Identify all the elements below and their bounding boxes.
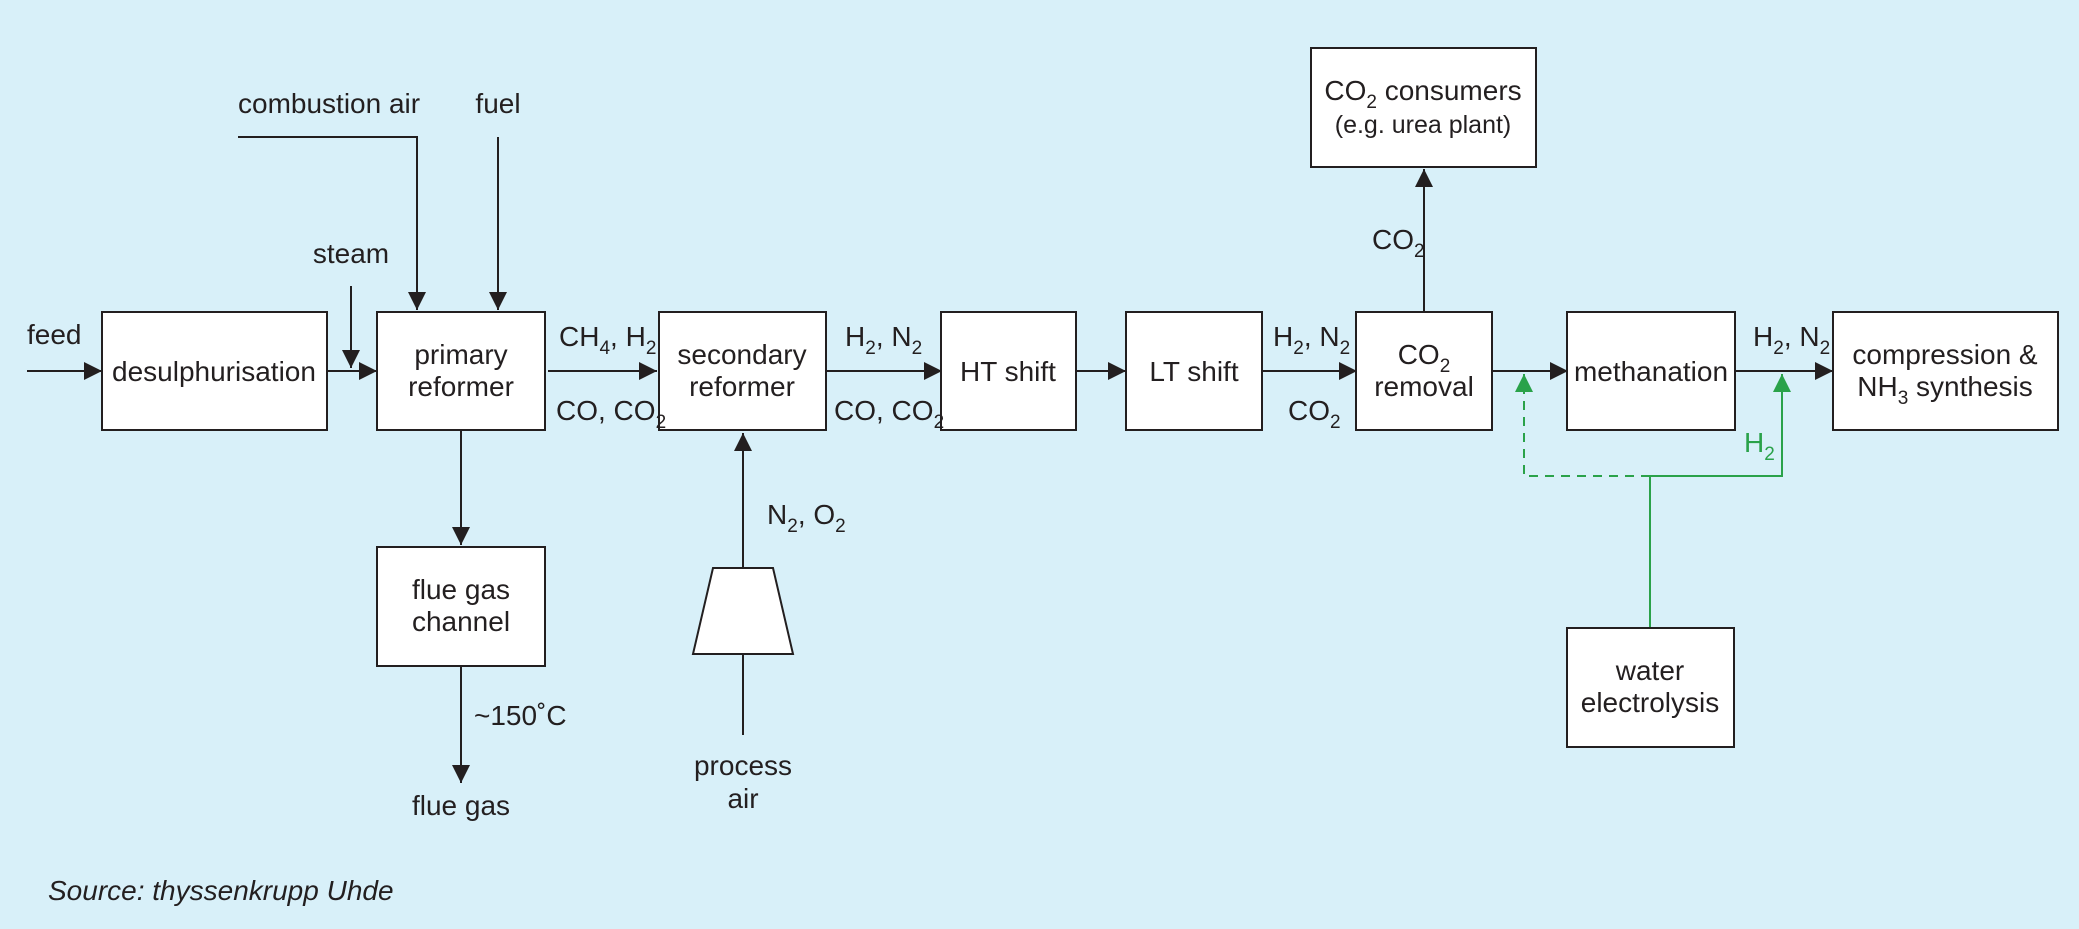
compression-synthesis-box bbox=[1832, 311, 2059, 431]
lt-shift-label: LT shift bbox=[1149, 356, 1238, 387]
connectors bbox=[27, 136, 1833, 783]
water-electrolysis-box bbox=[1566, 627, 1735, 748]
io-labels: feed combustion air fuel steam process a… bbox=[27, 88, 792, 821]
stream-2-bottom-label: CO, CO2 bbox=[834, 395, 944, 433]
water-electrolysis-label-2: electrolysis bbox=[1581, 687, 1719, 718]
compression-label-1: compression & bbox=[1852, 339, 2038, 370]
stream-3-top-label: H2, N2 bbox=[1273, 321, 1350, 359]
co2-removal-label-1: CO2 bbox=[1398, 339, 1451, 377]
desulphurisation-label: desulphurisation bbox=[112, 356, 316, 387]
methanation-box bbox=[1566, 311, 1736, 431]
stream-labels: CH4, H2 CO, CO2 H2, N2 CO, CO2 H2, N2 CO… bbox=[556, 224, 1830, 537]
stream-2-top-label: H2, N2 bbox=[845, 321, 922, 359]
h2-green-label: H2 bbox=[1744, 427, 1775, 465]
co2-removal-label-2: removal bbox=[1374, 371, 1474, 402]
primary-reformer-box bbox=[376, 311, 546, 431]
source-note: Source: thyssenkrupp Uhde bbox=[48, 875, 394, 906]
h2-to-methanation-dashed-arrow bbox=[1515, 374, 1650, 477]
co2-up-label: CO2 bbox=[1372, 224, 1425, 262]
secondary-reformer-label-1: secondary bbox=[677, 339, 806, 370]
fuel-label: fuel bbox=[475, 88, 520, 119]
compression-label-2: NH3 synthesis bbox=[1857, 371, 2033, 409]
secondary-reformer-box bbox=[658, 311, 827, 431]
co2-consumers-label-1: CO2 consumers bbox=[1324, 75, 1521, 113]
flue-temp-label: ~150˚C bbox=[474, 700, 567, 731]
ht-shift-box bbox=[940, 311, 1077, 431]
air-compressor-symbol bbox=[691, 567, 795, 655]
lt-shift-box bbox=[1125, 311, 1263, 431]
combustion-air-label: combustion air bbox=[238, 88, 420, 119]
flue-gas-label: flue gas bbox=[412, 790, 510, 821]
methanation-label: methanation bbox=[1574, 356, 1728, 387]
process-air-label-2: air bbox=[727, 783, 758, 814]
combustion-air-arrow bbox=[238, 136, 426, 310]
flue-gas-channel-label-1: flue gas bbox=[412, 574, 510, 605]
flue-gas-channel-box bbox=[376, 546, 546, 667]
stream-4-top-label: H2, N2 bbox=[1753, 321, 1830, 359]
co2-consumers-label-2: (e.g. urea plant) bbox=[1335, 111, 1512, 139]
water-electrolysis-label-1: water bbox=[1615, 655, 1684, 686]
primary-reformer-label-1: primary bbox=[414, 339, 507, 370]
co2-consumers-box bbox=[1310, 47, 1537, 168]
ht-shift-label: HT shift bbox=[960, 356, 1056, 387]
desulphurisation-box bbox=[101, 311, 328, 431]
process-units: desulphurisation primary reformer second… bbox=[101, 47, 2059, 748]
process-air-label-1: process bbox=[694, 750, 792, 781]
stream-1-bottom-label: CO, CO2 bbox=[556, 395, 666, 433]
steam-label: steam bbox=[313, 238, 389, 269]
air-stream-label: N2, O2 bbox=[767, 499, 846, 537]
stream-1-top-label: CH4, H2 bbox=[559, 321, 656, 359]
stream-3-bottom-label: CO2 bbox=[1288, 395, 1341, 433]
co2-removal-box bbox=[1355, 311, 1493, 431]
secondary-reformer-label-2: reformer bbox=[689, 371, 795, 402]
flue-gas-channel-label-2: channel bbox=[412, 606, 510, 637]
h2-to-synthesis-arrow bbox=[1650, 374, 1791, 477]
hydrogen-feed-lines bbox=[1515, 374, 1791, 627]
primary-reformer-label-2: reformer bbox=[408, 371, 514, 402]
feed-label: feed bbox=[27, 319, 82, 350]
